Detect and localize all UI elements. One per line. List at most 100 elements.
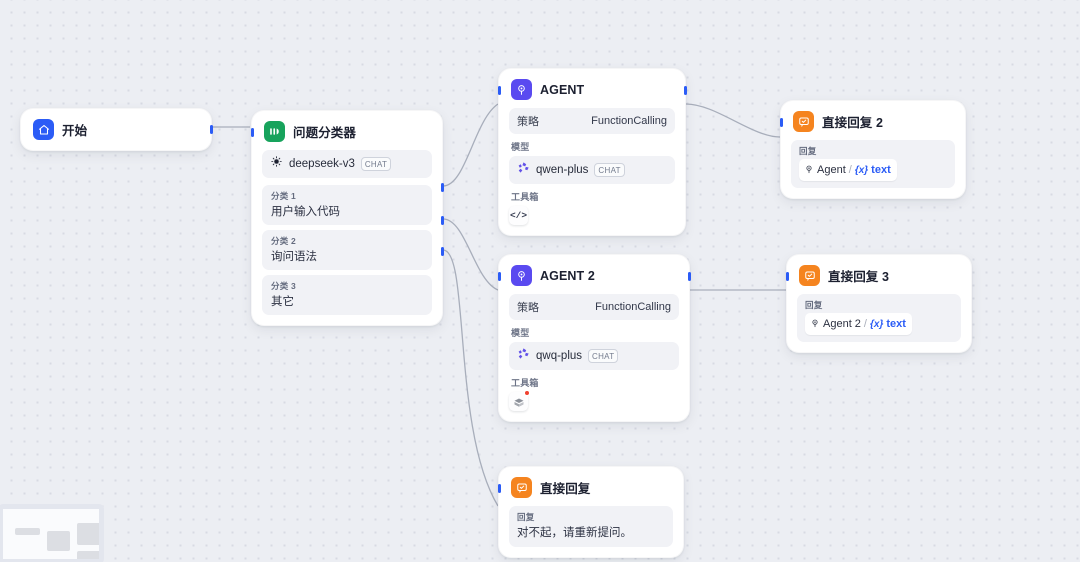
class-label: 分类 1 bbox=[271, 191, 296, 201]
variable-chip[interactable]: Agent 2 / {x} text bbox=[805, 313, 912, 335]
minimap-node bbox=[47, 531, 70, 551]
agent-header: AGENT bbox=[499, 69, 685, 108]
code-glyph: </> bbox=[509, 210, 528, 221]
agent-strategy-row[interactable]: 策略 FunctionCalling bbox=[509, 108, 675, 134]
reply3-header: 直接回复 3 bbox=[787, 255, 971, 294]
node-agent-2[interactable]: AGENT 2 策略 FunctionCalling 模型 qwq-plus C… bbox=[497, 254, 691, 422]
edge-classifier-to-reply1 bbox=[442, 249, 499, 507]
reply-field[interactable]: 回复 对不起，请重新提问。 bbox=[509, 506, 673, 547]
direct-reply-icon bbox=[799, 265, 820, 286]
agent-ref-icon bbox=[804, 161, 814, 179]
edge-classifier-to-agent2 bbox=[442, 218, 499, 291]
agent-body: 策略 FunctionCalling 模型 qwen-plus CHAT 工具箱… bbox=[499, 108, 685, 235]
reply-label: 回复 bbox=[805, 300, 823, 310]
minimap[interactable] bbox=[0, 504, 104, 562]
model-name: deepseek-v3 bbox=[289, 158, 355, 170]
toolbox-icon[interactable] bbox=[509, 390, 530, 411]
node-title: 开始 bbox=[62, 124, 88, 138]
agent-icon bbox=[511, 79, 532, 100]
variable-node: Agent 2 bbox=[823, 318, 861, 330]
classifier-model-row[interactable]: deepseek-v3 CHAT bbox=[262, 150, 432, 178]
reply1-body: 回复 对不起，请重新提问。 bbox=[499, 506, 683, 557]
variable-x-icon: {x} bbox=[854, 164, 869, 176]
model-name: qwq-plus bbox=[536, 350, 583, 362]
handle-classifier-in[interactable] bbox=[250, 128, 254, 137]
handle-agent2-in[interactable] bbox=[497, 272, 501, 281]
node-title: 直接回复 bbox=[540, 482, 591, 496]
code-icon[interactable]: </> bbox=[509, 206, 528, 225]
reply-field[interactable]: 回复 Agent / {x} text bbox=[791, 140, 955, 188]
model-label: 模型 bbox=[511, 142, 530, 152]
qwen-icon bbox=[517, 161, 530, 179]
variable-separator: / bbox=[863, 318, 867, 330]
handle-reply2-in[interactable] bbox=[779, 118, 783, 127]
agent-model-row[interactable]: qwen-plus CHAT bbox=[509, 156, 675, 184]
class-label: 分类 2 bbox=[271, 236, 296, 246]
handle-class-3-out[interactable] bbox=[440, 247, 444, 256]
node-title: 问题分类器 bbox=[293, 126, 357, 140]
agent2-body: 策略 FunctionCalling 模型 qwq-plus CHAT 工具箱 bbox=[499, 294, 689, 421]
toolbox-label: 工具箱 bbox=[511, 192, 539, 202]
node-direct-reply[interactable]: 直接回复 回复 对不起，请重新提问。 bbox=[497, 466, 684, 558]
handle-class-1-out[interactable] bbox=[440, 183, 444, 192]
toolbox-label: 工具箱 bbox=[511, 378, 539, 388]
node-title: 直接回复 3 bbox=[828, 270, 890, 284]
reply1-header: 直接回复 bbox=[499, 467, 683, 506]
direct-reply-icon bbox=[793, 111, 814, 132]
agent2-strategy-row[interactable]: 策略 FunctionCalling bbox=[509, 294, 679, 320]
reply-text: 对不起，请重新提问。 bbox=[517, 527, 632, 539]
node-title: 直接回复 2 bbox=[822, 116, 884, 130]
classifier-header: 问题分类器 bbox=[252, 111, 442, 150]
node-question-classifier[interactable]: 问题分类器 deepseek-v3 CHAT 分类 1 用户输入代码 分类 2 … bbox=[250, 110, 444, 326]
chat-badge: CHAT bbox=[588, 349, 619, 363]
model-label: 模型 bbox=[511, 328, 530, 338]
strategy-label: 策略 bbox=[517, 116, 539, 128]
start-header: 开始 bbox=[21, 109, 211, 150]
handle-start-out[interactable] bbox=[209, 125, 213, 134]
class-row-1[interactable]: 分类 1 用户输入代码 bbox=[262, 185, 432, 225]
variable-key: text bbox=[871, 164, 891, 176]
node-title: AGENT 2 bbox=[540, 268, 595, 283]
qwen-icon bbox=[517, 347, 530, 365]
reply2-header: 直接回复 2 bbox=[781, 101, 965, 140]
node-direct-reply-2[interactable]: 直接回复 2 回复 Agent / {x} text bbox=[779, 100, 966, 199]
class-label: 分类 3 bbox=[271, 281, 296, 291]
agent2-model-row[interactable]: qwq-plus CHAT bbox=[509, 342, 679, 370]
handle-agent-in[interactable] bbox=[497, 86, 501, 95]
class-text: 用户输入代码 bbox=[271, 206, 340, 218]
handle-agent-out[interactable] bbox=[683, 86, 687, 95]
edge-classifier-to-agent bbox=[442, 103, 499, 187]
notification-dot bbox=[524, 390, 530, 396]
variable-node: Agent bbox=[817, 164, 846, 176]
variable-key: text bbox=[886, 318, 906, 330]
handle-reply1-in[interactable] bbox=[497, 484, 501, 493]
node-title: AGENT bbox=[540, 82, 585, 97]
handle-class-2-out[interactable] bbox=[440, 216, 444, 225]
strategy-value: FunctionCalling bbox=[595, 301, 671, 313]
strategy-value: FunctionCalling bbox=[591, 115, 667, 127]
agent-icon bbox=[511, 265, 532, 286]
class-row-2[interactable]: 分类 2 询问语法 bbox=[262, 230, 432, 270]
edge-agent-to-reply2 bbox=[685, 103, 781, 138]
node-start[interactable]: 开始 bbox=[20, 108, 213, 151]
handle-agent2-out[interactable] bbox=[687, 272, 691, 281]
home-icon bbox=[33, 119, 54, 140]
agent-ref-icon bbox=[810, 315, 820, 333]
variable-separator: / bbox=[848, 164, 852, 176]
class-text: 询问语法 bbox=[271, 251, 317, 263]
minimap-node bbox=[15, 528, 40, 535]
chat-badge: CHAT bbox=[594, 163, 625, 177]
reply-label: 回复 bbox=[517, 512, 535, 522]
class-row-3[interactable]: 分类 3 其它 bbox=[262, 275, 432, 315]
reply-field[interactable]: 回复 Agent 2 / {x} text bbox=[797, 294, 961, 342]
deepseek-icon bbox=[270, 155, 283, 173]
node-agent[interactable]: AGENT 策略 FunctionCalling 模型 qwen-plus CH… bbox=[497, 68, 687, 236]
variable-chip[interactable]: Agent / {x} text bbox=[799, 159, 897, 181]
node-direct-reply-3[interactable]: 直接回复 3 回复 Agent 2 / {x} text bbox=[785, 254, 972, 353]
agent2-header: AGENT 2 bbox=[499, 255, 689, 294]
minimap-node bbox=[77, 523, 99, 545]
handle-reply3-in[interactable] bbox=[785, 272, 789, 281]
direct-reply-icon bbox=[511, 477, 532, 498]
classifier-body: deepseek-v3 CHAT 分类 1 用户输入代码 分类 2 询问语法 分… bbox=[252, 150, 442, 325]
